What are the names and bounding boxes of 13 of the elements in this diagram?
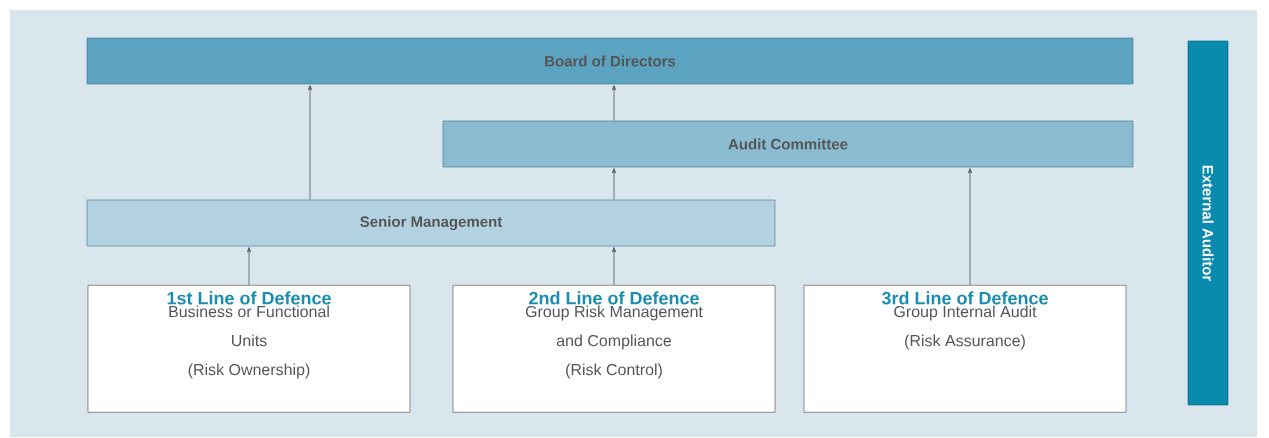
- level-box: Board of Directors: [86, 37, 1134, 85]
- arrow: [968, 168, 972, 286]
- arrow: [308, 85, 313, 201]
- arrow: [612, 168, 616, 201]
- arrow: [247, 247, 252, 286]
- arrow: [612, 85, 616, 122]
- arrow: [612, 247, 616, 286]
- auditor-bar: External Auditor: [1187, 40, 1229, 406]
- level-box: Senior Management: [86, 199, 776, 247]
- defence-box: 3rd Line of Defence Group Internal Audit (Risk Assurance): [803, 285, 1127, 413]
- defence-box: 2nd Line of Defence Group Risk Management and Compliance (Risk Control): [452, 285, 776, 413]
- defence-box: 1st Line of Defence Business or Functional Units (Risk Ownership): [87, 285, 411, 413]
- level-box: Audit Committee: [442, 120, 1134, 168]
